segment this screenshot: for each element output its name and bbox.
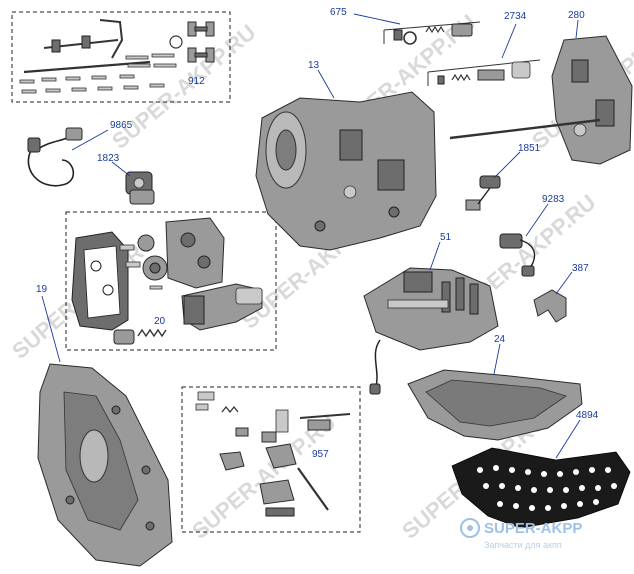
callout-912: 912 <box>188 76 205 87</box>
sensor-1851 <box>465 175 501 211</box>
callout-19: 19 <box>36 284 48 295</box>
callout-280: 280 <box>568 10 585 21</box>
brand-name: SUPER-AKPP <box>484 520 582 537</box>
callout-1823: 1823 <box>97 153 120 164</box>
leader-2734 <box>501 23 517 59</box>
oil-pan-24 <box>407 369 583 441</box>
valve-kit-2734 <box>427 59 541 86</box>
leader-19 <box>41 295 61 363</box>
brand-tagline: Запчасти для акпп <box>484 540 562 550</box>
leader-1823 <box>111 161 131 177</box>
callout-51: 51 <box>440 232 452 243</box>
transmission-case-13 <box>255 91 437 251</box>
callout-20: 20 <box>154 316 166 327</box>
pin-kit-box <box>11 11 231 103</box>
leader-24 <box>493 343 501 375</box>
housing-280 <box>449 35 633 165</box>
filter-screen-4894 <box>451 447 631 529</box>
leader-9865 <box>71 129 109 151</box>
pins-and-shafts-kit <box>19 19 215 94</box>
valve-kit-675 <box>383 21 481 45</box>
leader-13 <box>317 69 335 99</box>
callout-2734: 2734 <box>504 11 527 22</box>
callout-957: 957 <box>312 449 329 460</box>
leader-675 <box>353 13 401 25</box>
leader-9283 <box>525 203 549 237</box>
callout-675: 675 <box>330 7 347 18</box>
brand-logo: SUPER-AKPP Запчасти для акпп <box>460 518 582 550</box>
callout-4894: 4894 <box>576 410 599 421</box>
leader-51 <box>429 241 441 271</box>
transmission-housing-19 <box>37 363 173 567</box>
oil-pump-box <box>65 211 277 351</box>
leader-1851 <box>493 151 521 179</box>
oil-pump-assembly <box>71 217 263 345</box>
park-mechanism-parts <box>195 391 351 517</box>
callout-9283: 9283 <box>542 194 565 205</box>
callout-1851: 1851 <box>518 143 541 154</box>
callout-9865: 9865 <box>110 120 133 131</box>
sensor-9283 <box>499 233 536 277</box>
callout-13: 13 <box>308 60 320 71</box>
solenoid-1823 <box>125 171 155 205</box>
leader-387 <box>555 271 573 295</box>
leader-4894 <box>555 419 581 459</box>
wiring-sensor-9865 <box>27 127 83 187</box>
bracket-387 <box>533 289 567 323</box>
callout-24: 24 <box>494 334 506 345</box>
callout-387: 387 <box>572 263 589 274</box>
valve-body-51 <box>363 267 499 395</box>
leader-280 <box>575 19 579 39</box>
